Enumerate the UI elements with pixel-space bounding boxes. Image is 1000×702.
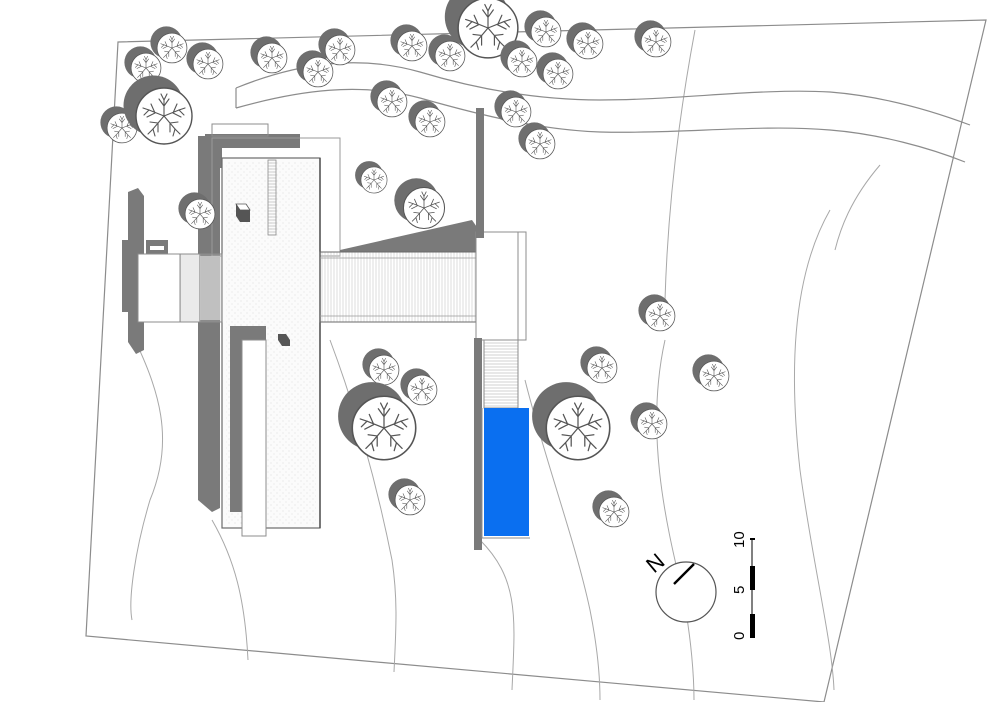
west-annex bbox=[122, 188, 223, 354]
tree-icon bbox=[524, 128, 556, 160]
east-wing-shadow bbox=[340, 220, 486, 252]
skylight-strip bbox=[267, 159, 277, 236]
tree-icon bbox=[256, 42, 288, 74]
swimming-pool bbox=[484, 408, 529, 536]
courtyard-opening bbox=[241, 339, 267, 537]
east-wing bbox=[319, 108, 530, 550]
tree-icon bbox=[545, 395, 611, 461]
tree-icon bbox=[598, 496, 630, 528]
tree-icon bbox=[302, 56, 334, 88]
tree-icon bbox=[324, 34, 356, 66]
tree-icon bbox=[586, 352, 618, 384]
pool-steps bbox=[483, 339, 519, 409]
tree-icon bbox=[506, 46, 538, 78]
tree-icon bbox=[640, 26, 672, 58]
tree-icon bbox=[135, 87, 193, 145]
scale-tick-0: 0 bbox=[731, 632, 748, 640]
scale-bar-segment-0-5 bbox=[750, 614, 755, 638]
roof-vent bbox=[278, 334, 290, 346]
tree-icon bbox=[351, 395, 417, 461]
west-wall-mass bbox=[198, 136, 220, 512]
tree-icon bbox=[360, 166, 388, 194]
scale-tick-10: 10 bbox=[731, 531, 748, 548]
tree-icon bbox=[636, 408, 668, 440]
north-divider-wall bbox=[476, 108, 484, 238]
north-arrow: N bbox=[641, 548, 717, 623]
east-wing-roof bbox=[319, 251, 499, 323]
driveway bbox=[235, 62, 971, 163]
north-service-block bbox=[205, 134, 300, 168]
north-arrow-circle bbox=[655, 561, 717, 623]
scale-bar: 10 5 0 bbox=[731, 531, 755, 640]
tree-icon bbox=[394, 484, 426, 516]
tree-icon bbox=[156, 32, 188, 64]
tree-icon bbox=[644, 300, 676, 332]
site-boundary bbox=[85, 19, 987, 702]
main-building bbox=[198, 123, 341, 537]
tree-icon bbox=[402, 186, 446, 230]
scale-bar-segment-5-10 bbox=[750, 566, 755, 590]
tree-icon bbox=[192, 48, 224, 80]
tree-icon bbox=[698, 360, 730, 392]
north-arrow-needle bbox=[673, 563, 695, 585]
south-divider-wall bbox=[474, 338, 482, 550]
north-court-outline bbox=[211, 123, 269, 137]
scale-tick-5: 5 bbox=[731, 586, 748, 594]
tree-icon bbox=[184, 198, 216, 230]
trees bbox=[100, 0, 730, 528]
tree-icon bbox=[406, 374, 438, 406]
courtyard-wall bbox=[230, 326, 266, 512]
tree-icon bbox=[376, 86, 408, 118]
tree-icon bbox=[368, 354, 400, 386]
tree-icon bbox=[500, 96, 532, 128]
scale-bar-segment-dark bbox=[750, 538, 755, 540]
tree-icon bbox=[434, 40, 466, 72]
tree-icon bbox=[542, 58, 574, 90]
tree-icon bbox=[396, 30, 428, 62]
tree-icon bbox=[414, 106, 446, 138]
tree-icon bbox=[530, 16, 562, 48]
tree-icon bbox=[572, 28, 604, 60]
